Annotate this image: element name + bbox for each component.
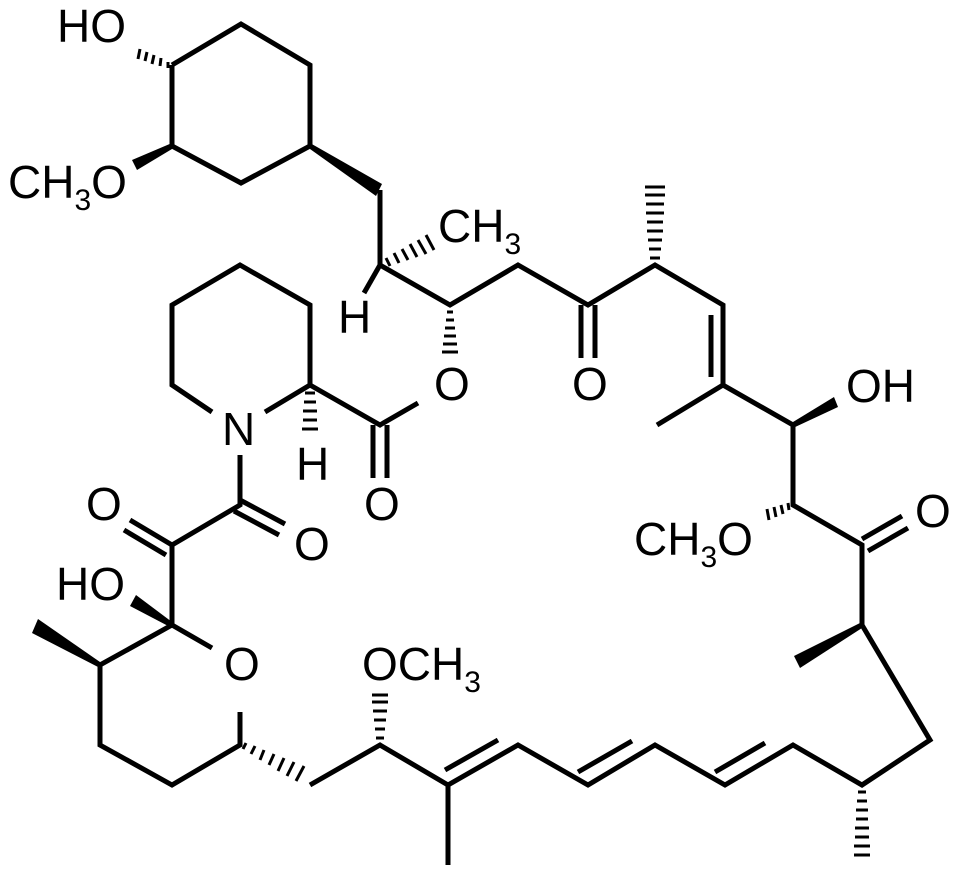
diketone-co-left-a bbox=[128, 517, 174, 548]
cyclohexane-ring bbox=[169, 21, 313, 186]
wedge-bond-ring-ch2 bbox=[310, 143, 382, 196]
label-o-ketone-2: O bbox=[915, 485, 951, 537]
wedge-bond-ho-hemiketal bbox=[130, 595, 172, 628]
wedge-bond-oh bbox=[793, 397, 838, 428]
hashed-bond-piperidine-h bbox=[302, 391, 318, 431]
diketone-co-right-b bbox=[232, 508, 281, 538]
hashed-bond-och3-bottom bbox=[372, 693, 388, 740]
label-o-pyran: O bbox=[224, 638, 260, 690]
hashed-bond-methyl-top bbox=[645, 185, 665, 260]
label-o-ester-carbonyl: O bbox=[364, 478, 400, 530]
ketone-2-double-a bbox=[860, 513, 904, 542]
diene-inner-3 bbox=[443, 737, 500, 773]
label-o-diketone-left: O bbox=[86, 478, 122, 530]
hashed-bond-ho bbox=[136, 48, 170, 68]
macrocycle-backbone bbox=[308, 190, 934, 788]
label-o-diketone-right: O bbox=[294, 518, 330, 570]
label-h-piperidine: H bbox=[296, 438, 329, 490]
diketone-co-left-b bbox=[122, 527, 168, 558]
piperidine-ring bbox=[169, 262, 313, 415]
methyl-alkene bbox=[655, 382, 725, 428]
label-ch3-mid: CH3 bbox=[438, 200, 521, 261]
label-n-piperidine: N bbox=[222, 403, 255, 455]
label-ho-hemiketal: HO bbox=[56, 558, 125, 610]
hashed-bond-methyl-bottom-right bbox=[854, 790, 870, 857]
ketone-2-double-b bbox=[866, 525, 910, 554]
wedge-bond-methyl-right bbox=[794, 622, 862, 668]
ester-chain bbox=[308, 382, 420, 428]
hashed-bond-ch3-mid bbox=[384, 234, 436, 267]
label-och3-bottom: OCH3 bbox=[362, 638, 481, 699]
hashed-bond-ester-o bbox=[442, 310, 458, 354]
hashed-bond-pyran-ch2 bbox=[241, 742, 306, 782]
label-h-upper: H bbox=[338, 291, 371, 343]
label-oh-right: OH bbox=[846, 360, 915, 412]
label-o-ketone-1: O bbox=[572, 358, 608, 410]
hashed-bond-methoxy-right bbox=[765, 502, 791, 521]
pyran-ring bbox=[97, 622, 243, 788]
diketone-co-right-a bbox=[238, 497, 287, 527]
label-o-ester-ring: O bbox=[434, 358, 470, 410]
diketone-chain bbox=[169, 455, 243, 625]
label-ch3o-right: CH3O bbox=[634, 513, 753, 574]
label-ho-top: HO bbox=[57, 0, 126, 52]
diene-inner-2 bbox=[576, 738, 634, 775]
diene-inner-1 bbox=[713, 740, 767, 775]
wedge-bond-methyl-pyran bbox=[32, 619, 100, 668]
bond-h-upper bbox=[361, 263, 383, 295]
wedge-bond-methoxy-top bbox=[132, 143, 172, 170]
label-ch3o-top: CH3O bbox=[8, 156, 127, 217]
